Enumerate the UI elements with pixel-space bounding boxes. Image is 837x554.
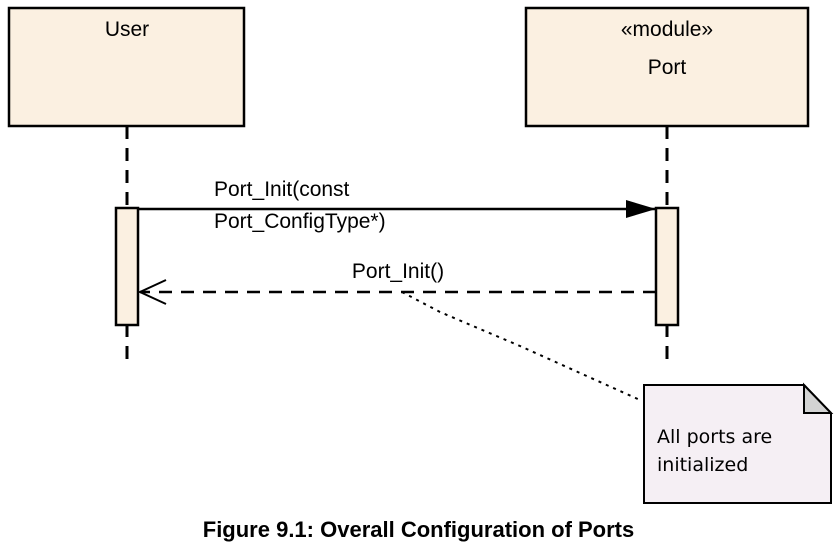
lifeline-port-name: Port: [648, 56, 687, 79]
activation-bar-port: [654, 206, 680, 327]
message-call-label-line2: Port_ConfigType*): [214, 210, 386, 233]
note-fold-icon: [803, 382, 834, 414]
note: All ports are initialized: [643, 382, 834, 504]
open-arrowhead-icon: [137, 279, 167, 305]
note-text-line1: All ports are: [657, 426, 772, 448]
message-port-init-call: Port_Init(const Port_ConfigType*): [138, 178, 656, 233]
lifeline-port-head: [524, 6, 810, 128]
figure-caption: Figure 9.1: Overall Configuration of Por…: [202, 517, 635, 542]
lifeline-user-head: [7, 6, 246, 128]
sequence-diagram: User «module» Port Port_Init(const Port_…: [7, 6, 834, 504]
message-port-init-return: Port_Init(): [137, 260, 656, 305]
message-call-label-line1: Port_Init(const: [214, 178, 350, 201]
note-text-line2: initialized: [657, 454, 748, 476]
message-return-label: Port_Init(): [352, 260, 444, 283]
lifeline-port: «module» Port: [524, 6, 810, 362]
activation-bar-user: [114, 206, 140, 327]
lifeline-port-stereotype: «module»: [621, 18, 713, 41]
note-body: [643, 384, 832, 504]
lifeline-user-name: User: [105, 18, 149, 41]
lifeline-user: User: [7, 6, 246, 362]
note-anchor-line: [401, 291, 641, 401]
